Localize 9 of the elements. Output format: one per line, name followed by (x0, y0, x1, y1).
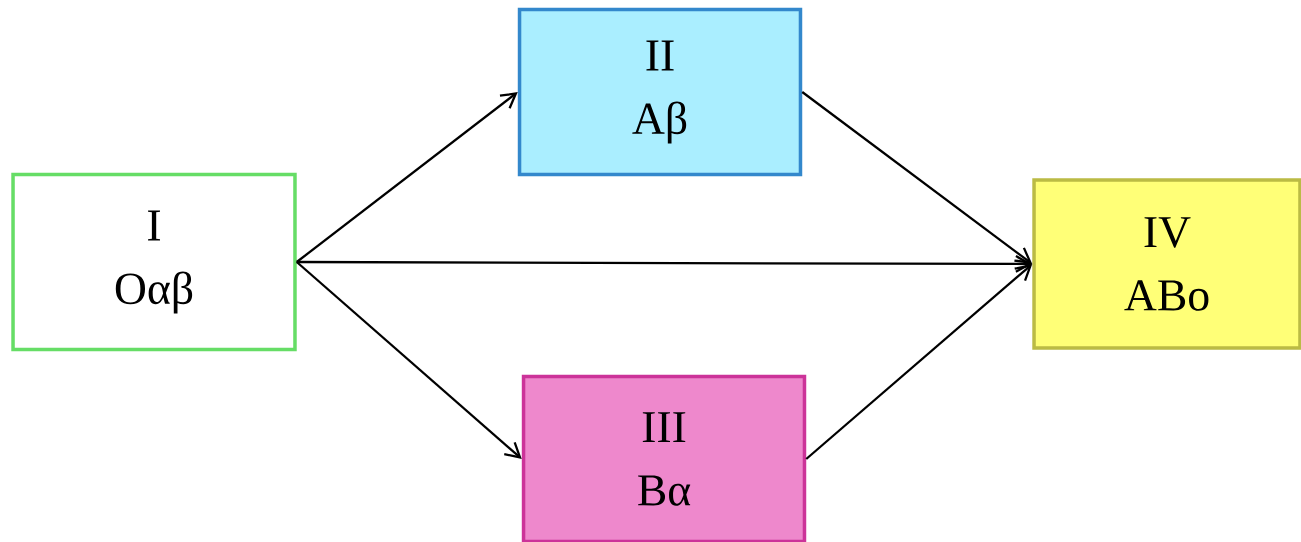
arrow (801, 91, 1033, 264)
box: IV ABo (1032, 178, 1301, 350)
box: I Oαβ (11, 172, 297, 352)
arrow (296, 255, 1033, 273)
arrow (296, 261, 522, 459)
arrow (296, 92, 518, 263)
box: II Aβ (517, 7, 803, 177)
box: III Bα (521, 374, 807, 542)
arrow (805, 264, 1033, 460)
